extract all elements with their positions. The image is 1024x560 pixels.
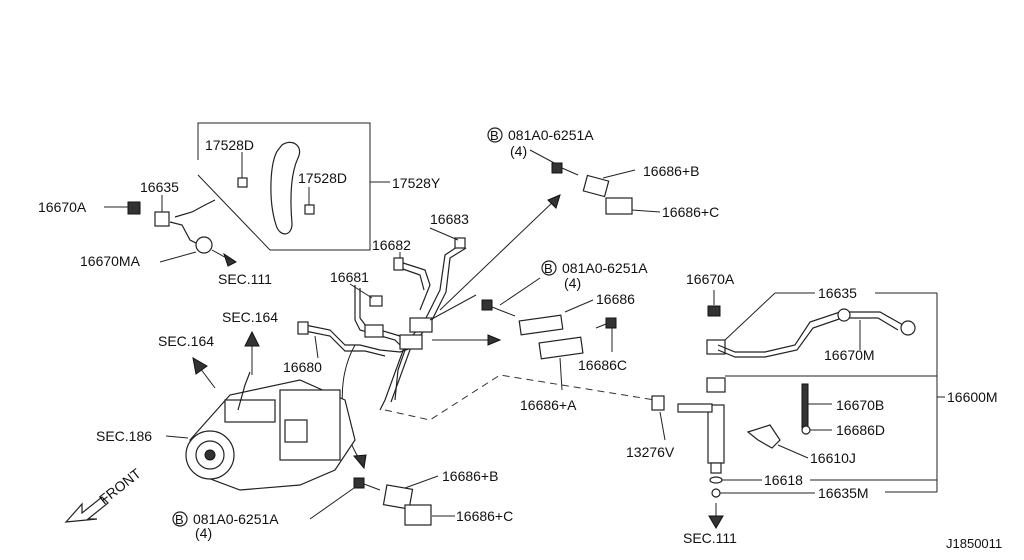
label-16635-right: 16635 (818, 285, 857, 301)
label-16600M: 16600M (947, 389, 998, 405)
label-bolt-top-qty: (4) (510, 143, 527, 159)
front-arrow-icon (64, 496, 109, 523)
bolt-mid (481, 299, 493, 311)
fitting-16670MA (195, 236, 213, 254)
bolt-marker-bottom-letter: B (175, 512, 184, 527)
bolt-16670B (801, 383, 809, 429)
bolt-top (551, 162, 563, 174)
label-16635-left: 16635 (140, 179, 179, 195)
arrow-to-clamp-top (547, 194, 561, 209)
label-sec186: SEC.186 (96, 428, 152, 444)
hose-17528 (270, 141, 301, 235)
label-16610J: 16610J (810, 450, 856, 466)
label-16683: 16683 (430, 211, 469, 227)
fitting-16681 (369, 295, 383, 307)
label-16686: 16686 (596, 291, 635, 307)
return-line-dashed (384, 374, 656, 421)
group-clamp-bottom: 16686+B 16686+C B 081A0-6251A (4) (172, 468, 513, 541)
label-16686C-mid: 16686C (578, 357, 627, 373)
fitting-16670M (900, 320, 916, 336)
arrow-to-clamp-mid (487, 334, 502, 346)
arrow-to-clamp-bot (353, 454, 367, 470)
label-17528Y: 17528Y (392, 175, 441, 191)
label-16680: 16680 (283, 359, 322, 375)
group-16670MA: 16670A 16635 16670MA SEC.111 (38, 179, 272, 287)
injector-body (707, 404, 725, 464)
clamp-16686B-top (582, 174, 610, 198)
label-16681: 16681 (330, 269, 369, 285)
clamp-16686C-bottom (404, 504, 432, 526)
label-bolt-bottom-qty: (4) (195, 525, 212, 541)
label-16682: 16682 (372, 237, 411, 253)
connector-13276V (651, 395, 665, 411)
pipe-clamp-3 (364, 324, 384, 338)
fitting-16683 (454, 237, 466, 249)
washer-16635-lower (706, 377, 726, 393)
label-16635M: 16635M (818, 485, 869, 501)
clamp-16686 (518, 314, 564, 336)
label-16670A-right: 16670A (686, 271, 735, 287)
bolt-16686C (605, 317, 617, 329)
clamp-16686B-bottom (382, 484, 414, 510)
label-bolt-top: 081A0-6251A (508, 127, 594, 143)
clamp-16686C-top (605, 197, 633, 215)
oring-16618 (709, 476, 723, 484)
pump-port (284, 419, 308, 443)
pump-top (224, 399, 276, 423)
clip-17528D-b (304, 204, 315, 215)
inset-17528Y: 17528D 17528D 17528Y (197, 122, 441, 251)
label-bolt-bottom: 081A0-6251A (193, 511, 279, 527)
washer-16686D (801, 425, 811, 435)
clamp-16610J (746, 424, 781, 449)
group-injector-16600M: 16670A 16635 16670M 16600M 13276V 16670B… (626, 271, 998, 546)
group-injection-pipes: 16683 16682 16681 16680 (283, 211, 502, 470)
pipe-clamp-2 (399, 334, 423, 350)
label-16686B-bottom: 16686+B (442, 468, 498, 484)
bolt-marker-top (487, 127, 503, 143)
bolt-marker-bottom (172, 511, 188, 527)
label-16618: 16618 (764, 472, 803, 488)
arrow-sec164-b (192, 357, 208, 375)
group-clamp-mid: B 081A0-6251A (4) 16686 16686C 16686+A (481, 260, 648, 413)
label-16686B-top: 16686+B (643, 163, 699, 179)
bolt-bottom (353, 477, 365, 489)
pipe-clamp-1 (409, 317, 433, 333)
label-16686C-bottom: 16686+C (456, 508, 513, 524)
clip-17528D-a (237, 177, 248, 188)
label-13276V: 13276V (626, 444, 675, 460)
label-front: FRONT (96, 465, 144, 508)
washer-16635M (711, 488, 721, 498)
label-16670B: 16670B (836, 397, 884, 413)
label-16686A: 16686+A (520, 397, 577, 413)
label-sec164-a: SEC.164 (222, 309, 278, 325)
label-17528D-a: 17528D (205, 137, 254, 153)
label-sec111-bottom: SEC.111 (683, 530, 737, 546)
label-16686C-top: 16686+C (662, 204, 719, 220)
diagram-id: J1850011 (946, 536, 1002, 551)
label-bolt-mid: 081A0-6251A (562, 260, 648, 276)
bolt-marker-mid (541, 260, 557, 276)
label-16686D: 16686D (836, 422, 885, 438)
label-16670M: 16670M (824, 347, 875, 363)
label-16670MA: 16670MA (80, 253, 141, 269)
label-sec111-top: SEC.111 (218, 271, 272, 287)
bolt-16670A-right (707, 305, 721, 317)
label-sec164-b: SEC.164 (158, 333, 214, 349)
label-16670A-left: 16670A (38, 199, 87, 215)
fitting-16682 (393, 257, 404, 271)
bolt-16670A (127, 201, 141, 215)
injection-pump: SEC.186 SEC.164 SEC.164 FRONT (64, 309, 356, 523)
clamp-16686A (538, 336, 584, 360)
fitting-16680 (297, 321, 309, 335)
bolt-marker-top-letter: B (490, 128, 499, 143)
arrow-sec111-bottom (708, 515, 724, 529)
injector-inlet (677, 403, 713, 413)
arrow-sec164-a (244, 330, 260, 347)
group-clamp-top: B 081A0-6251A (4) 16686+B 16686+C (439, 127, 719, 311)
bolt-marker-mid-letter: B (544, 261, 553, 276)
washer-16635 (154, 211, 170, 227)
label-bolt-mid-qty: (4) (564, 275, 581, 291)
label-17528D-b: 17528D (298, 170, 347, 186)
